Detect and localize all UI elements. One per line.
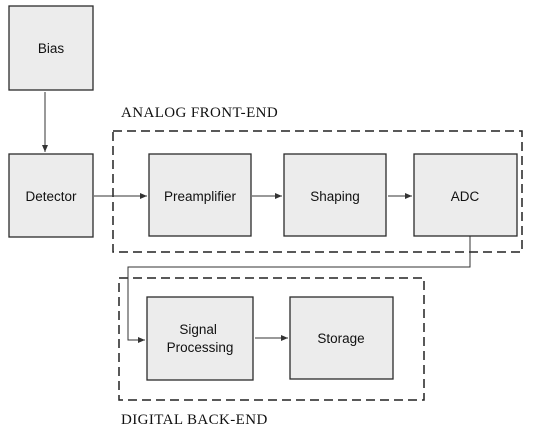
adc-label: ADC <box>451 189 480 204</box>
bias-block: Bias <box>8 5 94 91</box>
analog-front-end-group <box>112 130 523 253</box>
signal-processing-block: Signal Processing <box>146 296 254 381</box>
shaping-label: Shaping <box>310 189 360 204</box>
connector-adc-to-signal-processing <box>127 236 471 343</box>
svg-text:Bias: Bias <box>38 41 65 56</box>
svg-text:Signal Processing: Signal Processing <box>167 322 234 355</box>
svg-text:Storage: Storage <box>317 331 364 346</box>
svg-text:Detector: Detector <box>25 189 77 204</box>
digital-back-end-group <box>118 277 425 401</box>
storage-block: Storage <box>289 296 394 380</box>
bias-label: Bias <box>38 41 65 56</box>
detector-label: Detector <box>25 189 77 204</box>
signal-processing-label-line-2: Processing <box>167 340 234 355</box>
shaping-block: Shaping <box>283 153 387 237</box>
preamplifier-label: Preamplifier <box>164 189 237 204</box>
svg-text:Shaping: Shaping <box>310 189 360 204</box>
signal-processing-label-line-1: Signal <box>179 322 217 337</box>
storage-label: Storage <box>317 331 364 346</box>
detector-block: Detector <box>8 153 94 238</box>
preamplifier-block: Preamplifier <box>148 153 252 237</box>
adc-block: ADC <box>413 153 518 237</box>
svg-text:ADC: ADC <box>451 189 480 204</box>
digital-back-end-label: DIGITAL BACK-END <box>121 412 268 428</box>
analog-front-end-label: ANALOG FRONT-END <box>121 105 278 121</box>
svg-text:Preamplifier: Preamplifier <box>164 189 237 204</box>
